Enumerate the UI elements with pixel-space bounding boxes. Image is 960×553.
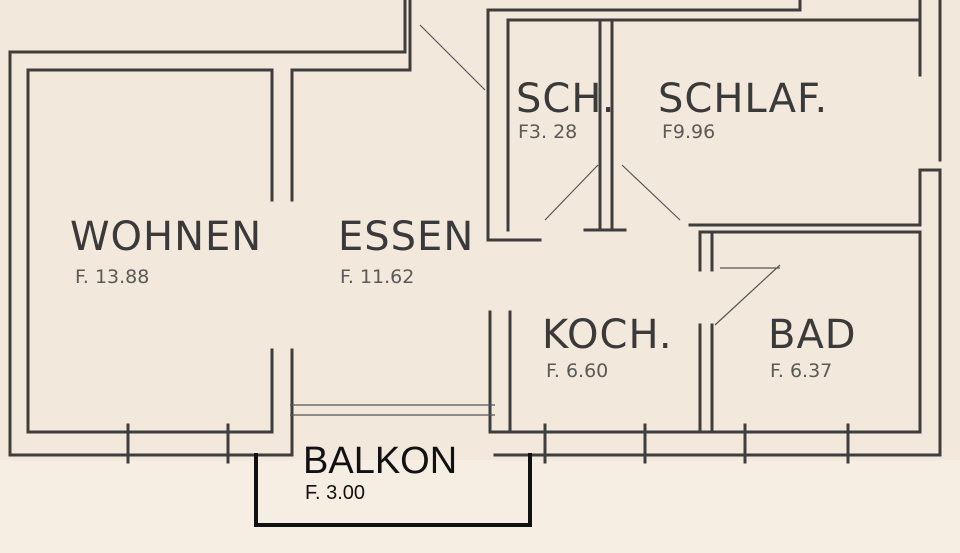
room-area-balkon: F. 3.00 <box>305 482 365 504</box>
room-name-schlaf: SCHLAF. <box>658 76 828 122</box>
room-area-koch: F. 6.60 <box>546 360 608 382</box>
window-marks <box>126 404 850 464</box>
lower-paper <box>0 460 960 553</box>
door-swings <box>419 24 781 326</box>
room-name-sch: SCH. <box>516 76 615 122</box>
balcony-outline <box>254 453 532 527</box>
room-name-essen: ESSEN <box>338 214 474 260</box>
walls <box>8 0 942 457</box>
room-area-schlaf: F9.96 <box>662 121 715 143</box>
room-area-bad: F. 6.37 <box>770 360 832 382</box>
room-name-bad: BAD <box>768 312 857 358</box>
room-area-essen: F. 11.62 <box>340 266 414 288</box>
room-area-sch: F3. 28 <box>518 121 577 143</box>
room-area-wohnen: F. 13.88 <box>75 266 149 288</box>
room-name-wohnen: WOHNEN <box>70 214 262 260</box>
room-name-balkon: BALKON <box>303 440 457 482</box>
room-name-koch: KOCH. <box>542 312 673 358</box>
